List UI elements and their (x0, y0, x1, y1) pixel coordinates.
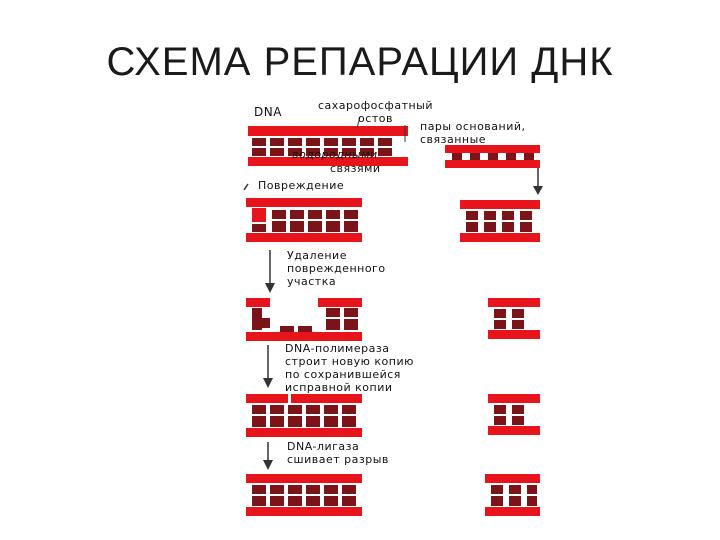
label-removal: Удаление поврежденного участка (287, 249, 386, 288)
arrow-ligase (263, 442, 273, 470)
damage-pointer (244, 184, 248, 190)
label-dna: DNA (254, 106, 282, 119)
label-hydrogen: водородными (292, 148, 378, 161)
damage-site (252, 208, 266, 222)
label-backbone: сахарофосфатный остов (318, 99, 433, 125)
nick (288, 394, 291, 403)
dna-repaired-left (246, 474, 362, 516)
dna-intact-right (445, 145, 540, 168)
dna-right-stage2 (488, 298, 540, 339)
backbone-strand-top (248, 126, 408, 136)
label-damage: Повреждение (258, 179, 344, 192)
right-arrow (533, 168, 543, 195)
dna-removed-left (246, 298, 362, 341)
label-ligase: DNA-лигаза сшивает разрыв (287, 440, 389, 466)
dna-damaged-left (246, 198, 362, 242)
arrow-polymerase (263, 345, 273, 388)
arrow-removal (265, 250, 275, 293)
dna-right-stage1 (460, 200, 540, 242)
dna-right-stage4 (485, 474, 540, 516)
dna-right-stage3 (488, 394, 540, 435)
label-bonds: связями (330, 162, 381, 175)
gap (270, 298, 320, 307)
label-polymerase: DNA-полимераза строит новую копию по сох… (285, 342, 414, 394)
label-base-pairs: пары оснований, связанные (420, 120, 526, 146)
dna-synthesized-left (246, 394, 362, 437)
